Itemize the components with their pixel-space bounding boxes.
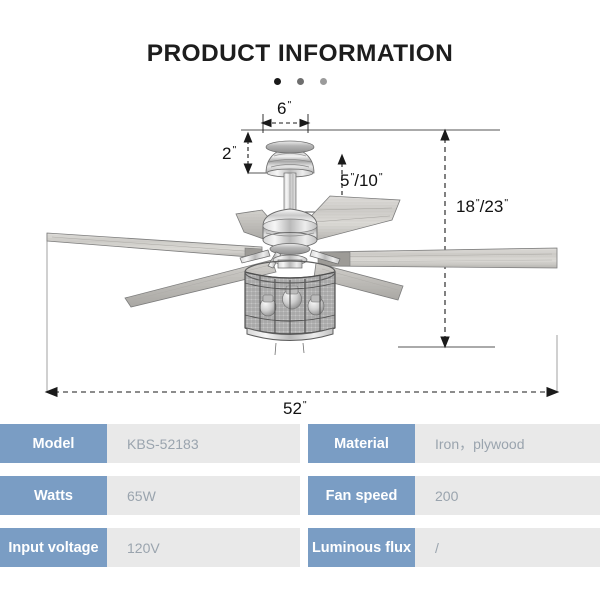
carousel-dot-1[interactable] (273, 78, 281, 85)
table-row: Input voltage 120V Luminous flux / (0, 528, 600, 567)
specification-table: Model KBS-52183 Material Iron，plywood Wa… (0, 424, 600, 580)
page-title: PRODUCT INFORMATION (146, 40, 454, 67)
fan-blade-left-upper (46, 232, 263, 259)
spec-key-input-voltage: Input voltage (0, 528, 107, 567)
spec-value-material: Iron，plywood (415, 424, 600, 463)
pull-chains (274, 342, 305, 356)
spec-value-watts: 65W (107, 476, 300, 515)
fan-canopy (265, 140, 315, 178)
table-row: Watts 65W Fan speed 200 (0, 476, 600, 515)
carousel-dot-2[interactable] (296, 78, 304, 85)
spec-key-watts: Watts (0, 476, 107, 515)
fan-motor-housing (262, 208, 318, 255)
dim-blade-span (44, 386, 560, 398)
dim-canopy-height (243, 131, 253, 175)
spec-value-input-voltage: 120V (107, 528, 300, 567)
spec-value-luminous-flux: / (415, 528, 600, 567)
ceiling-fan-dimension-diagram: 6" 2" 5"/10" 18"/23" 52" (0, 100, 600, 420)
dim-canopy-width (260, 114, 311, 133)
dim-label-canopy-width: 6" (277, 99, 292, 118)
fan-blade-right (317, 247, 558, 269)
carousel-dot-3[interactable] (319, 78, 327, 85)
fan-blade-right-lower (313, 262, 404, 301)
dim-label-blade-span: 52" (283, 399, 307, 418)
fan-blade-upper-right (299, 195, 401, 241)
spec-key-material: Material (308, 424, 415, 463)
product-information-header: PRODUCT INFORMATION (0, 0, 600, 100)
carousel-dots (0, 78, 600, 85)
dim-total-height (440, 128, 450, 349)
spec-key-fan-speed: Fan speed (308, 476, 415, 515)
dim-label-canopy-height: 2" (222, 144, 237, 163)
light-kit-fitter (272, 254, 308, 269)
fan-drawing-svg (44, 114, 560, 398)
spec-value-model: KBS-52183 (107, 424, 300, 463)
spec-value-fan-speed: 200 (415, 476, 600, 515)
fan-illustration (46, 140, 558, 356)
fan-blade-left-lower (124, 259, 277, 308)
dim-label-downrod-drop: 5"/10" (340, 171, 383, 190)
light-cage-shade (244, 260, 336, 341)
dim-label-total-height: 18"/23" (456, 197, 509, 216)
spec-key-model: Model (0, 424, 107, 463)
spec-key-luminous-flux: Luminous flux (308, 528, 415, 567)
table-row: Model KBS-52183 Material Iron，plywood (0, 424, 600, 463)
